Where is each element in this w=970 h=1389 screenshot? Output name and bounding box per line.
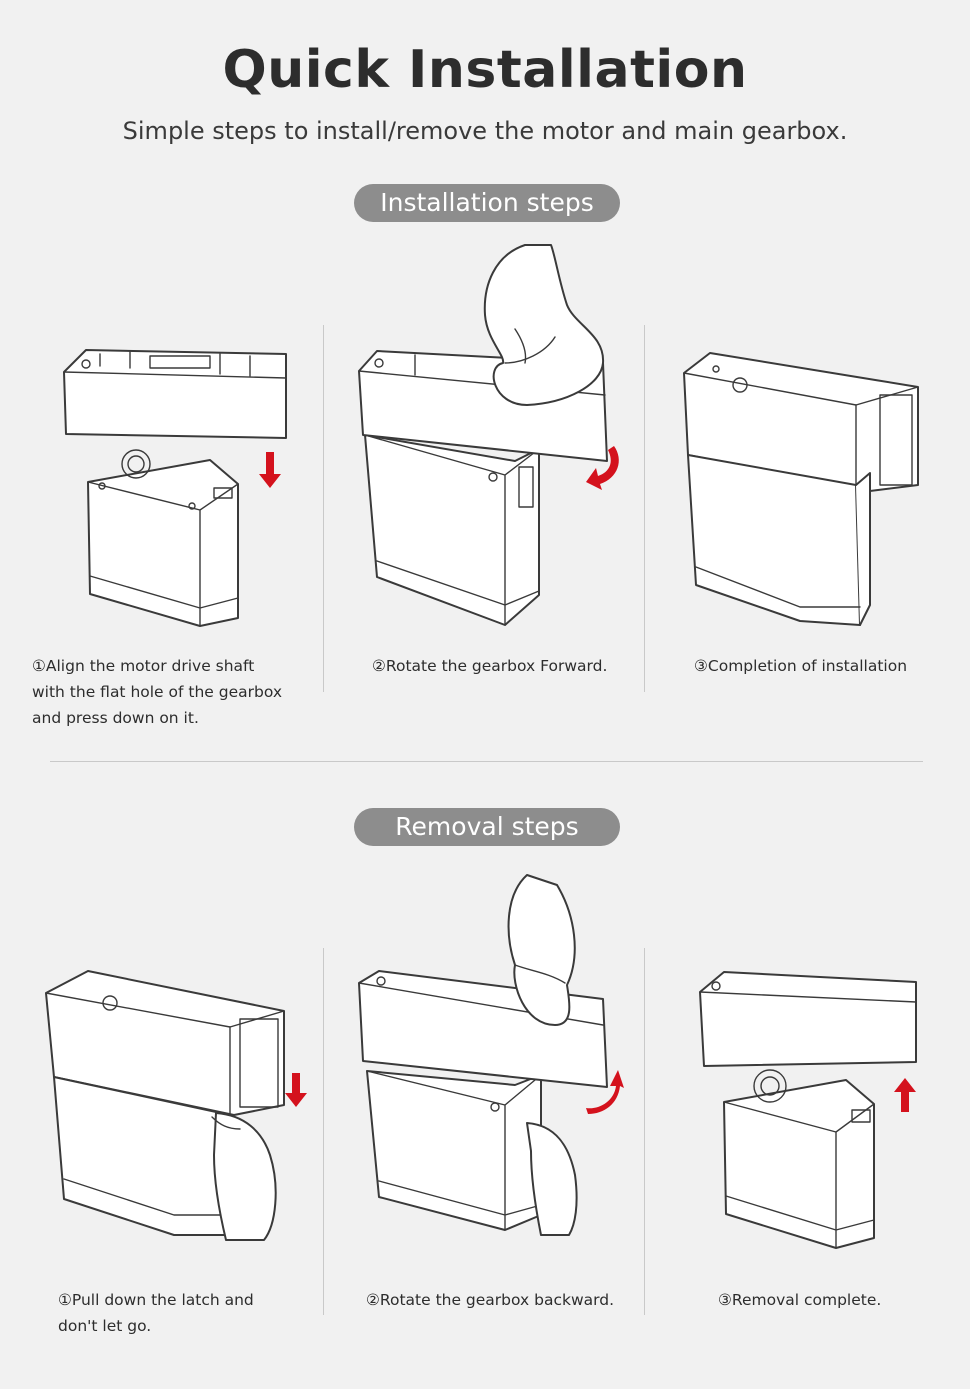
install-step3-illustration xyxy=(683,352,919,626)
remove-step1-caption: ①Pull down the latch and don't let go. xyxy=(58,1291,254,1335)
remove-step2-illustration xyxy=(358,874,608,1236)
rotate-backward-icon xyxy=(586,1070,624,1114)
installation-steps-pill: Installation steps xyxy=(354,184,620,222)
install-step1-caption: ①Align the motor drive shaft with the fl… xyxy=(32,657,283,727)
arrow-up-icon xyxy=(894,1078,916,1112)
remove-step2-caption: ②Rotate the gearbox backward. xyxy=(366,1291,614,1309)
install-step3-caption: ③Completion of installation xyxy=(694,657,908,675)
removal-steps-pill: Removal steps xyxy=(354,808,620,846)
install-step2-illustration xyxy=(358,244,608,626)
section-divider xyxy=(50,761,923,762)
install-step2-caption: ②Rotate the gearbox Forward. xyxy=(372,657,608,675)
remove-step1-illustration xyxy=(45,970,285,1241)
column-divider xyxy=(323,325,324,692)
page-title: Quick Installation xyxy=(222,40,748,100)
page-subtitle: Simple steps to install/remove the motor… xyxy=(122,117,848,145)
column-divider xyxy=(644,948,645,1315)
column-divider xyxy=(323,948,324,1315)
rotate-forward-icon xyxy=(586,446,619,490)
install-step1-illustration xyxy=(63,349,287,627)
remove-step3-caption: ③Removal complete. xyxy=(718,1291,882,1309)
arrow-down-icon xyxy=(259,452,281,488)
remove-step3-illustration xyxy=(699,971,917,1249)
column-divider xyxy=(644,325,645,692)
arrow-down-icon xyxy=(285,1073,307,1107)
